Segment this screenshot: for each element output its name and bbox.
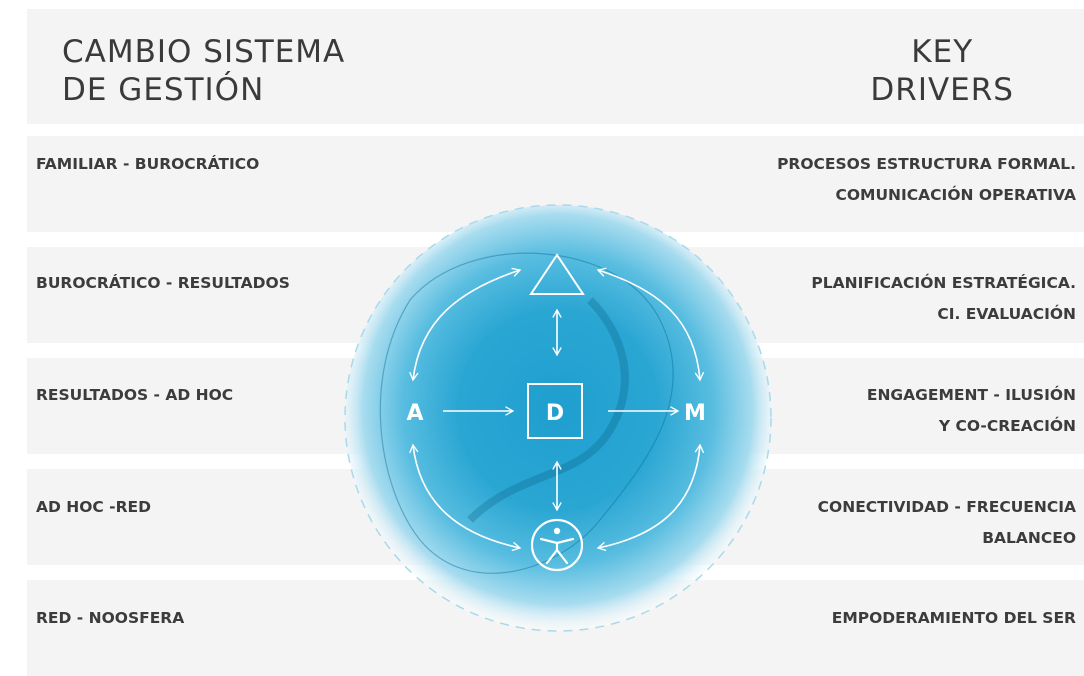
left-title-line-2: DE GESTIÓN <box>62 72 265 108</box>
driver-label-4: CONECTIVIDAD - FRECUENCIA BALANCEO <box>818 492 1076 554</box>
driver-label-1-line-1: PROCESOS ESTRUCTURA FORMAL. <box>777 155 1076 173</box>
right-node-label: M <box>684 401 706 426</box>
right-title-line-2: DRIVERS <box>870 72 1014 108</box>
driver-label-5: EMPODERAMIENTO DEL SER <box>832 603 1076 634</box>
center-node-label: D <box>546 401 564 426</box>
arrow-a-to-triangle <box>409 267 522 382</box>
driver-label-2-line-1: PLANIFICACIÓN ESTRATÉGICA. <box>811 274 1076 292</box>
driver-label-4-line-1: CONECTIVIDAD - FRECUENCIA <box>817 498 1076 516</box>
right-column-title: KEY DRIVERS <box>870 33 1014 109</box>
driver-label-3-line-2: Y CO-CREACIÓN <box>938 417 1076 435</box>
person-circle-icon <box>530 518 584 572</box>
driver-label-4-line-2: BALANCEO <box>982 529 1076 547</box>
arrow-triangle-to-m <box>596 267 705 382</box>
triangle-icon <box>529 253 585 295</box>
sphere-dashed-outline <box>344 204 772 632</box>
arrow-m-to-person <box>596 443 705 552</box>
right-title-line-1: KEY <box>911 34 974 70</box>
driver-label-5-line-1: EMPODERAMIENTO DEL SER <box>831 609 1076 627</box>
stage-label-4: AD HOC -RED <box>36 498 152 516</box>
driver-label-2: PLANIFICACIÓN ESTRATÉGICA. CI. EVALUACIÓ… <box>811 268 1076 330</box>
stage-label-2: BUROCRÁTICO - RESULTADOS <box>36 274 290 292</box>
left-column-title: CAMBIO SISTEMA DE GESTIÓN <box>62 33 345 109</box>
stage-label-1: FAMILIAR - BUROCRÁTICO <box>36 155 260 173</box>
arrow-person-to-a <box>409 443 522 552</box>
left-node-label: A <box>406 401 423 426</box>
driver-label-2-line-2: CI. EVALUACIÓN <box>937 305 1076 323</box>
driver-label-1: PROCESOS ESTRUCTURA FORMAL. COMUNICACIÓN… <box>777 149 1076 211</box>
driver-label-3-line-1: ENGAGEMENT - ILUSIÓN <box>866 386 1076 404</box>
stage-label-5: RED - NOOSFERA <box>36 609 185 627</box>
center-node-box <box>527 383 583 439</box>
driver-label-1-line-2: COMUNICACIÓN OPERATIVA <box>835 186 1077 204</box>
left-title-line-1: CAMBIO SISTEMA <box>62 34 346 70</box>
stage-label-3: RESULTADOS - AD HOC <box>36 386 234 404</box>
header-band <box>27 9 1084 124</box>
driver-label-3: ENGAGEMENT - ILUSIÓN Y CO-CREACIÓN <box>867 380 1076 442</box>
